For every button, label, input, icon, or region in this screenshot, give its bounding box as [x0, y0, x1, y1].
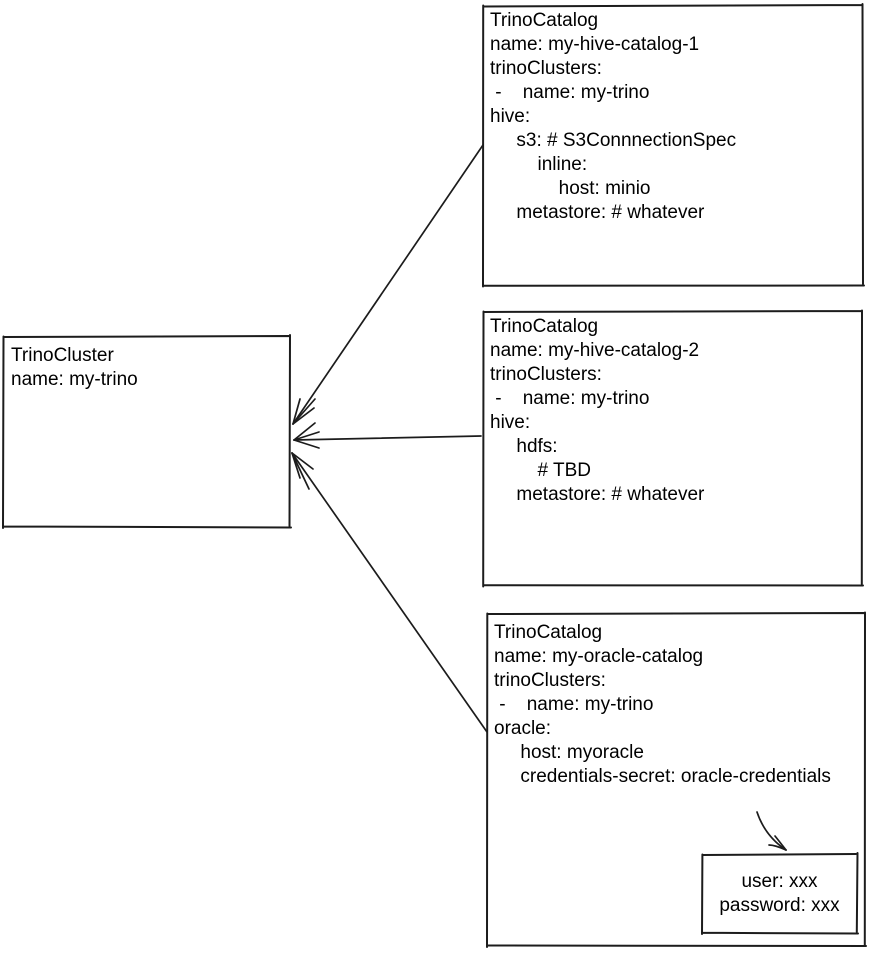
arrowhead-barb [291, 452, 314, 470]
yaml-line: user: xxx [741, 870, 818, 892]
yaml-line: name: my-hive-catalog-2 [490, 340, 700, 361]
connector-catalog2-to-cluster [293, 422, 482, 449]
arrowhead-barb [292, 407, 315, 425]
arrowhead-barb [293, 422, 316, 441]
yaml-line: # TBD [490, 460, 592, 481]
trinocatalog2-box: TrinoCatalog name: my-hive-catalog-2 tri… [483, 311, 862, 585]
credentials-box: user: xxx password: xxx [702, 854, 857, 933]
yaml-line: hdfs: [490, 436, 558, 457]
credentials-box-outline [701, 852, 859, 935]
yaml-line: TrinoCatalog [490, 316, 599, 337]
yaml-line: - name: my-trino [490, 82, 650, 103]
yaml-line: hive: [490, 106, 531, 127]
credentials-pointer-arrow [756, 811, 787, 851]
arrowhead-barb [292, 398, 316, 425]
yaml-line: host: myoracle [494, 742, 644, 763]
yaml-line: trinoClusters: [490, 364, 602, 385]
yaml-line: s3: # S3ConnnectionSpec [490, 130, 737, 151]
yaml-line: trinoClusters: [490, 58, 602, 79]
yaml-line: trinoClusters: [494, 670, 606, 691]
trinocatalog2-box-outline [482, 309, 864, 588]
yaml-line: TrinoCatalog [490, 10, 599, 31]
arrowhead-barb [293, 439, 320, 449]
connector-catalog3-to-cluster [291, 452, 488, 733]
yaml-line: host: minio [490, 178, 651, 199]
yaml-line: TrinoCatalog [494, 622, 603, 643]
trinocluster-box: TrinoCluster name: my-trino [3, 336, 290, 527]
yaml-line: name: my-trino [11, 369, 138, 390]
trinocatalog3-box: TrinoCatalog name: my-oracle-catalog tri… [487, 613, 865, 946]
yaml-line: credentials-secret: oracle-credentials [494, 766, 831, 787]
arrowhead-barb [292, 398, 301, 425]
connector-catalog1-to-cluster [292, 144, 484, 425]
arrowhead-barb [293, 431, 320, 441]
arrowhead-barb [774, 835, 787, 851]
yaml-line: hive: [490, 412, 531, 433]
trinocluster-box-outline [2, 334, 292, 529]
yaml-line: - name: my-trino [490, 388, 650, 409]
yaml-line: inline: [490, 154, 588, 175]
trinocatalog3-box-outline [486, 611, 867, 948]
yaml-line: name: my-hive-catalog-1 [490, 34, 700, 55]
yaml-line: password: xxx [719, 894, 840, 916]
trinocatalog1-box-outline [482, 3, 865, 288]
yaml-line: metastore: # whatever [490, 484, 705, 505]
trinocatalog1-box: TrinoCatalog name: my-hive-catalog-1 tri… [483, 5, 863, 285]
yaml-line: TrinoCluster [11, 345, 114, 366]
arrowhead-barb [768, 844, 787, 851]
yaml-line: oracle: [494, 718, 552, 739]
arrowhead-barb [291, 452, 310, 490]
yaml-line: name: my-oracle-catalog [494, 646, 704, 667]
yaml-line: metastore: # whatever [490, 202, 705, 223]
yaml-line: - name: my-trino [494, 694, 654, 715]
